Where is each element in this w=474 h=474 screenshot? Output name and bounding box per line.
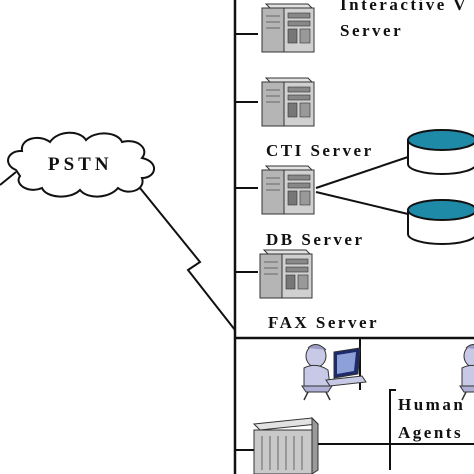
agent-workstation-2: [459, 343, 474, 401]
agents-bracket: [389, 389, 396, 470]
pstn-label: PSTN: [48, 154, 113, 175]
db-server: [261, 165, 315, 215]
human-agents-line2: Agents: [398, 423, 463, 442]
monitor-icon: [325, 347, 367, 387]
pstn-left-link: [0, 171, 17, 186]
server-icon: [261, 77, 315, 127]
server-icon: [259, 249, 313, 299]
fax-label: FAX Server: [268, 313, 379, 332]
database-2: [407, 199, 474, 245]
agent-icon: [301, 343, 333, 401]
human-agents-line1: Human: [398, 395, 465, 414]
ivr-label-line1: Interactive V: [340, 0, 468, 14]
server-icon: [261, 3, 315, 53]
db-link-upper: [315, 156, 409, 189]
pstn-cloud: PSTN: [7, 131, 155, 198]
fax-server: [259, 249, 313, 299]
agent-icon: [459, 343, 474, 401]
switch: [252, 416, 320, 474]
server-icon: [261, 165, 315, 215]
database-icon: [407, 199, 474, 245]
database-icon: [407, 129, 474, 175]
cti-label: CTI Server: [266, 141, 374, 160]
switch-icon: [252, 416, 320, 474]
ivr-server: [261, 3, 315, 53]
cti-server: [261, 77, 315, 127]
db-link-lower: [315, 191, 409, 215]
db-label: DB Server: [266, 230, 365, 249]
cloud-icon: [7, 131, 155, 198]
database-1: [407, 129, 474, 175]
ivr-label-line2: Server: [340, 21, 403, 40]
pstn-trunk-link: [139, 187, 236, 331]
agent-workstation-1: [301, 338, 367, 401]
